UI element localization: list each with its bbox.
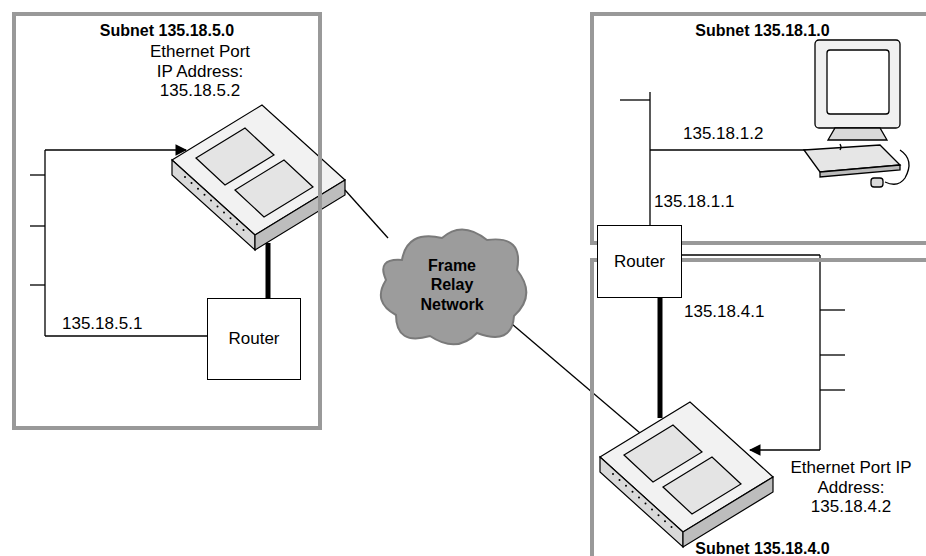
ip-address-label: 135.18.1.2 <box>683 124 763 144</box>
subnet-title: Subnet 135.18.1.0 <box>594 22 926 40</box>
led <box>217 206 219 208</box>
led <box>197 188 199 190</box>
led <box>625 485 627 487</box>
ip-address-label: 135.18.4.1 <box>684 302 764 322</box>
router-box: Router <box>207 298 301 380</box>
link-line <box>266 243 271 298</box>
led <box>638 497 640 499</box>
led <box>658 514 660 516</box>
led-row <box>184 176 245 231</box>
subnet-title: Subnet 135.18.4.0 <box>594 540 926 556</box>
wan-line <box>505 318 640 433</box>
computer-icon <box>804 40 909 187</box>
cloud-label: Frame Relay Network <box>412 256 492 314</box>
led <box>184 176 186 178</box>
port-address-label: Ethernet Port IP Address: 135.18.4.2 <box>782 458 920 517</box>
router-label: Router <box>614 252 665 272</box>
router-box: Router <box>597 225 682 298</box>
led <box>645 503 647 505</box>
led <box>223 211 225 213</box>
port-address-label: Ethernet Port IP Address: 135.18.5.2 <box>146 42 254 101</box>
led <box>612 473 614 475</box>
subnet-title: Subnet 135.18.5.0 <box>16 22 318 40</box>
network-cloud: Frame Relay Network <box>372 220 532 350</box>
led <box>210 200 212 202</box>
led <box>651 508 653 510</box>
led <box>664 520 666 522</box>
led <box>191 182 193 184</box>
led-row <box>612 473 673 528</box>
wan-line <box>345 190 388 238</box>
router-label: Router <box>228 329 279 349</box>
link-line <box>658 298 663 418</box>
led <box>632 491 634 493</box>
led <box>243 229 245 231</box>
led <box>619 479 621 481</box>
led <box>204 194 206 196</box>
led <box>236 223 238 225</box>
led <box>671 526 673 528</box>
led <box>230 217 232 219</box>
frad-device <box>600 402 773 547</box>
ip-address-label: 135.18.5.1 <box>62 314 142 334</box>
ip-address-label: 135.18.1.1 <box>654 192 734 212</box>
